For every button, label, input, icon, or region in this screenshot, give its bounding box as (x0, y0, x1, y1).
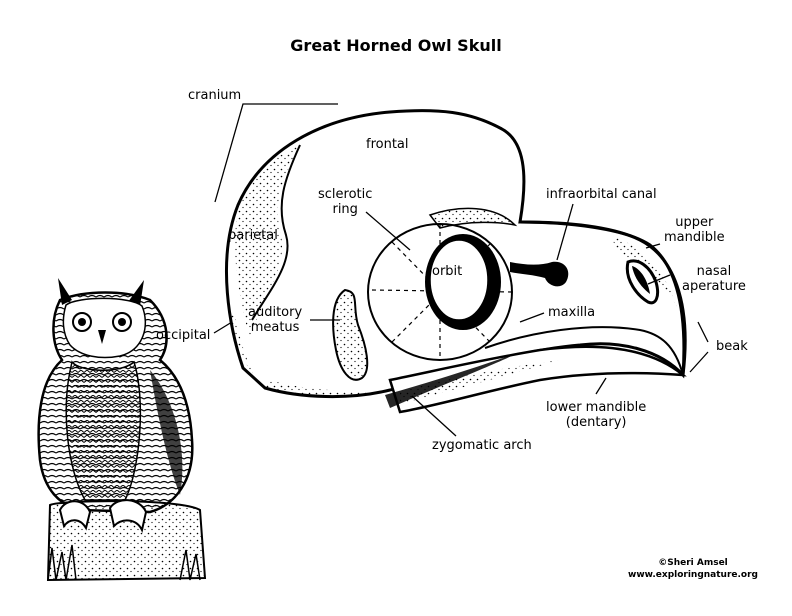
upper-mandible-stipple (610, 235, 678, 310)
owl-beak-icon (98, 330, 106, 344)
nasal-aperature-leader (647, 274, 671, 285)
diagram-title: Great Horned Owl Skull (290, 36, 502, 55)
owl-illustration (37, 278, 207, 582)
occipital-stipple (226, 300, 262, 388)
label-maxilla: maxilla (548, 305, 596, 320)
label-upper-mandible: upper mandible (664, 215, 725, 245)
owl-pupil-left (78, 318, 86, 326)
label-occipital: occipital (156, 328, 211, 343)
label-nasal-aperature: nasal aperature (682, 264, 746, 294)
infraorbital-canal (510, 261, 569, 287)
label-infraorbital-canal: infraorbital canal (546, 187, 657, 202)
brow-stipple (428, 207, 518, 229)
cranium-base-stipple (265, 380, 390, 397)
credit-website: www.exploringnature.org (628, 570, 758, 580)
parietal-stipple (235, 145, 300, 340)
upper-mandible-leader (645, 243, 661, 249)
label-cranium: cranium (188, 88, 242, 103)
beak-leader (689, 321, 709, 373)
lower-mandible (388, 345, 687, 414)
label-zygomatic-arch: zygomatic arch (432, 438, 532, 453)
zygomatic-arch-leader (411, 395, 457, 437)
label-orbit: orbit (432, 264, 463, 279)
owl-chest (65, 360, 142, 501)
auditory-meatus (332, 288, 369, 381)
owl-pupil-right (118, 318, 126, 326)
upper-beak-line (519, 220, 686, 376)
zygomatic-arch (385, 352, 520, 408)
label-sclerotic-ring: sclerotic ring (318, 187, 373, 217)
cranium-leader (214, 103, 338, 203)
owl-talons-left (58, 500, 92, 531)
label-auditory-meatus: auditory meatus (248, 305, 303, 335)
lower-mandible-leader (595, 377, 607, 395)
skull-drawing (225, 109, 687, 414)
infraorbital-canal-leader (556, 203, 574, 261)
lower-mandible-stipple (400, 360, 560, 404)
owl-wing (150, 370, 183, 495)
owl-talons-right (108, 499, 148, 533)
frontal-ridge (251, 144, 301, 321)
label-lower-mandible: lower mandible (dentary) (546, 400, 647, 430)
label-frontal: frontal (366, 137, 409, 152)
leader-lines (213, 103, 709, 437)
sclerotic-ring-leader (365, 211, 411, 251)
nasal-shadow (632, 266, 650, 294)
owl-grass (47, 544, 201, 581)
maxilla-line (484, 326, 684, 376)
maxilla-leader (519, 312, 545, 323)
credit-block: ©Sheri Amsel www.exploringnature.org (628, 557, 758, 581)
label-beak: beak (716, 339, 748, 354)
occipital-leader (213, 321, 233, 334)
orbit (429, 239, 489, 321)
credit-author: ©Sheri Amsel (658, 558, 728, 568)
label-parietal: parietal (228, 228, 278, 243)
